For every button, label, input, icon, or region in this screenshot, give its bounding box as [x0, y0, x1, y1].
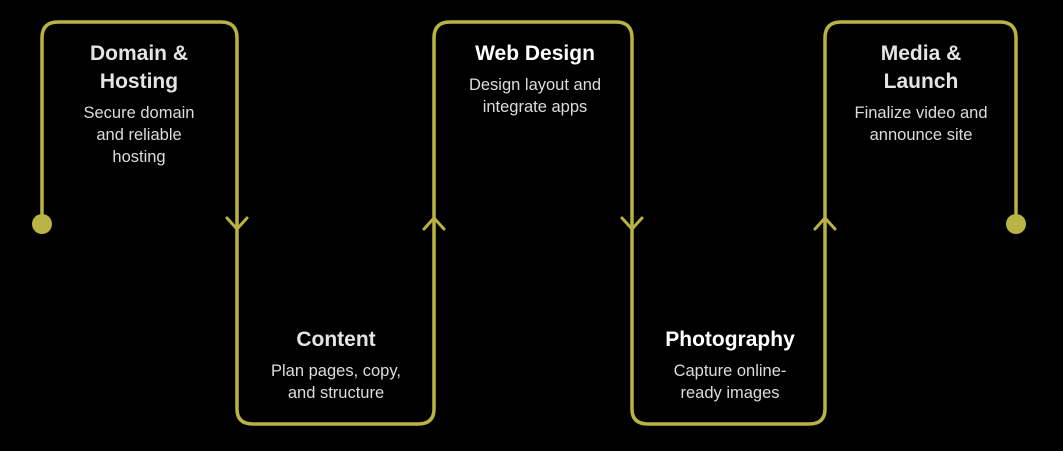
step-content: Content Plan pages, copy,and structure — [246, 326, 426, 404]
arrow-up-icon — [813, 215, 837, 231]
arrow-down-icon — [620, 216, 644, 232]
step-photography: Photography Capture online-ready images — [640, 326, 820, 404]
step-title: Domain &Hosting — [89, 42, 188, 93]
connector-line — [40, 20, 1018, 426]
start-dot — [32, 214, 52, 234]
step-description: Capture online-ready images — [673, 362, 787, 402]
step-title: Content — [296, 328, 376, 351]
step-title: Media &Launch — [880, 42, 962, 93]
step-title: Web Design — [475, 42, 595, 65]
step-description: Plan pages, copy,and structure — [271, 362, 401, 402]
end-dot — [1006, 214, 1026, 234]
arrow-up-icon — [422, 215, 446, 231]
arrow-down-icon — [225, 216, 249, 232]
step-title: Photography — [665, 328, 795, 351]
